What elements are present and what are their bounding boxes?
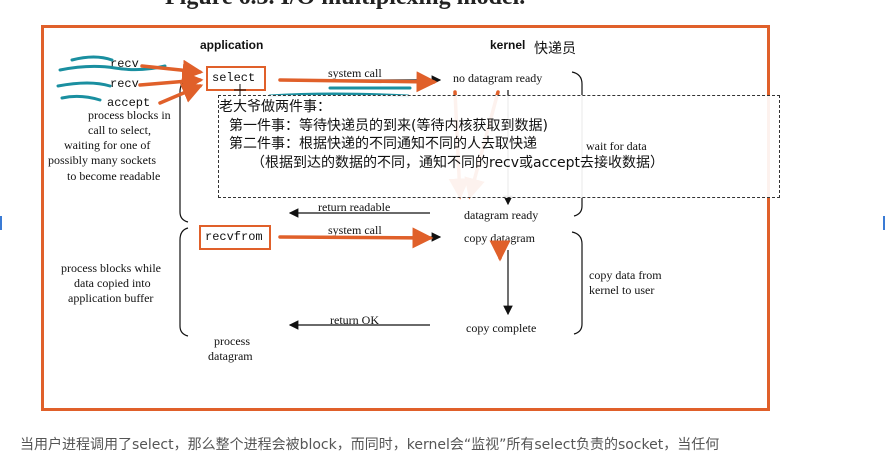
copy-block-note-2: data copied into xyxy=(74,276,151,290)
blocks-note-5: to become readable xyxy=(67,169,161,183)
copy-datagram: copy datagram xyxy=(464,231,535,245)
kernel-header: kernel xyxy=(490,38,526,52)
return-ok-label: return OK xyxy=(330,313,379,327)
no-datagram-ready: no datagram ready xyxy=(453,71,543,85)
kernel-note: 快递员 xyxy=(534,41,576,57)
blue-scribbles xyxy=(56,55,412,102)
blocks-note-3: waiting for one of xyxy=(64,138,151,152)
recv-label-2: recv xyxy=(110,77,139,91)
annotation-line-2: 第二件事：根据快递的不同通知不同的人去取快递 xyxy=(229,136,537,152)
recvfrom-call: recvfrom xyxy=(205,230,263,244)
system-call-label-1: system call xyxy=(328,66,382,80)
copy-data-from: copy data from xyxy=(589,268,662,282)
select-call: select xyxy=(212,71,256,85)
kernel-to-user: kernel to user xyxy=(589,283,655,297)
annotation-heading: 老大爷做两件事： xyxy=(219,99,331,115)
app-brace-2 xyxy=(179,227,189,337)
process-label-1: process xyxy=(214,334,250,348)
app-brace-1 xyxy=(179,79,189,223)
figure-title: Figure 6.3. I/O multiplexing model. xyxy=(165,0,525,11)
datagram-ready: datagram ready xyxy=(464,208,539,222)
annotation-line-3: （根据到达的数据的不同，通知不同的recv或accept去接收数据） xyxy=(251,155,665,171)
wait-for-data: wait for data xyxy=(586,139,647,154)
process-label-2: datagram xyxy=(208,349,253,363)
application-header: application xyxy=(200,38,264,52)
left-edge-marker xyxy=(0,216,2,230)
system-call-label-2: system call xyxy=(328,223,382,237)
annotation-line-1: 第一件事：等待快递员的到来(等待内核获取到数据) xyxy=(229,118,548,134)
copy-complete: copy complete xyxy=(466,321,537,335)
copy-block-note-3: application buffer xyxy=(68,291,154,305)
blocks-note-1: process blocks in xyxy=(88,108,171,122)
diagram-frame xyxy=(41,25,770,411)
bottom-caption: 当用户进程调用了select，那么整个进程会被block，而同时，kernel会… xyxy=(20,437,720,453)
annotation-box: 老大爷做两件事： 第一件事：等待快递员的到来(等待内核获取到数据) 第二件事：根… xyxy=(218,95,780,198)
blocks-note-2: call to select, xyxy=(88,123,151,137)
right-edge-marker xyxy=(883,216,885,230)
accept-label: accept xyxy=(107,96,151,110)
return-readable-label: return readable xyxy=(318,200,391,214)
cursor-mark xyxy=(234,84,246,96)
blocks-note-4: possibly many sockets xyxy=(48,153,156,167)
copy-block-note-1: process blocks while xyxy=(61,261,161,275)
recvfrom-highlight-box xyxy=(199,225,271,250)
kernel-brace-2 xyxy=(571,231,583,335)
